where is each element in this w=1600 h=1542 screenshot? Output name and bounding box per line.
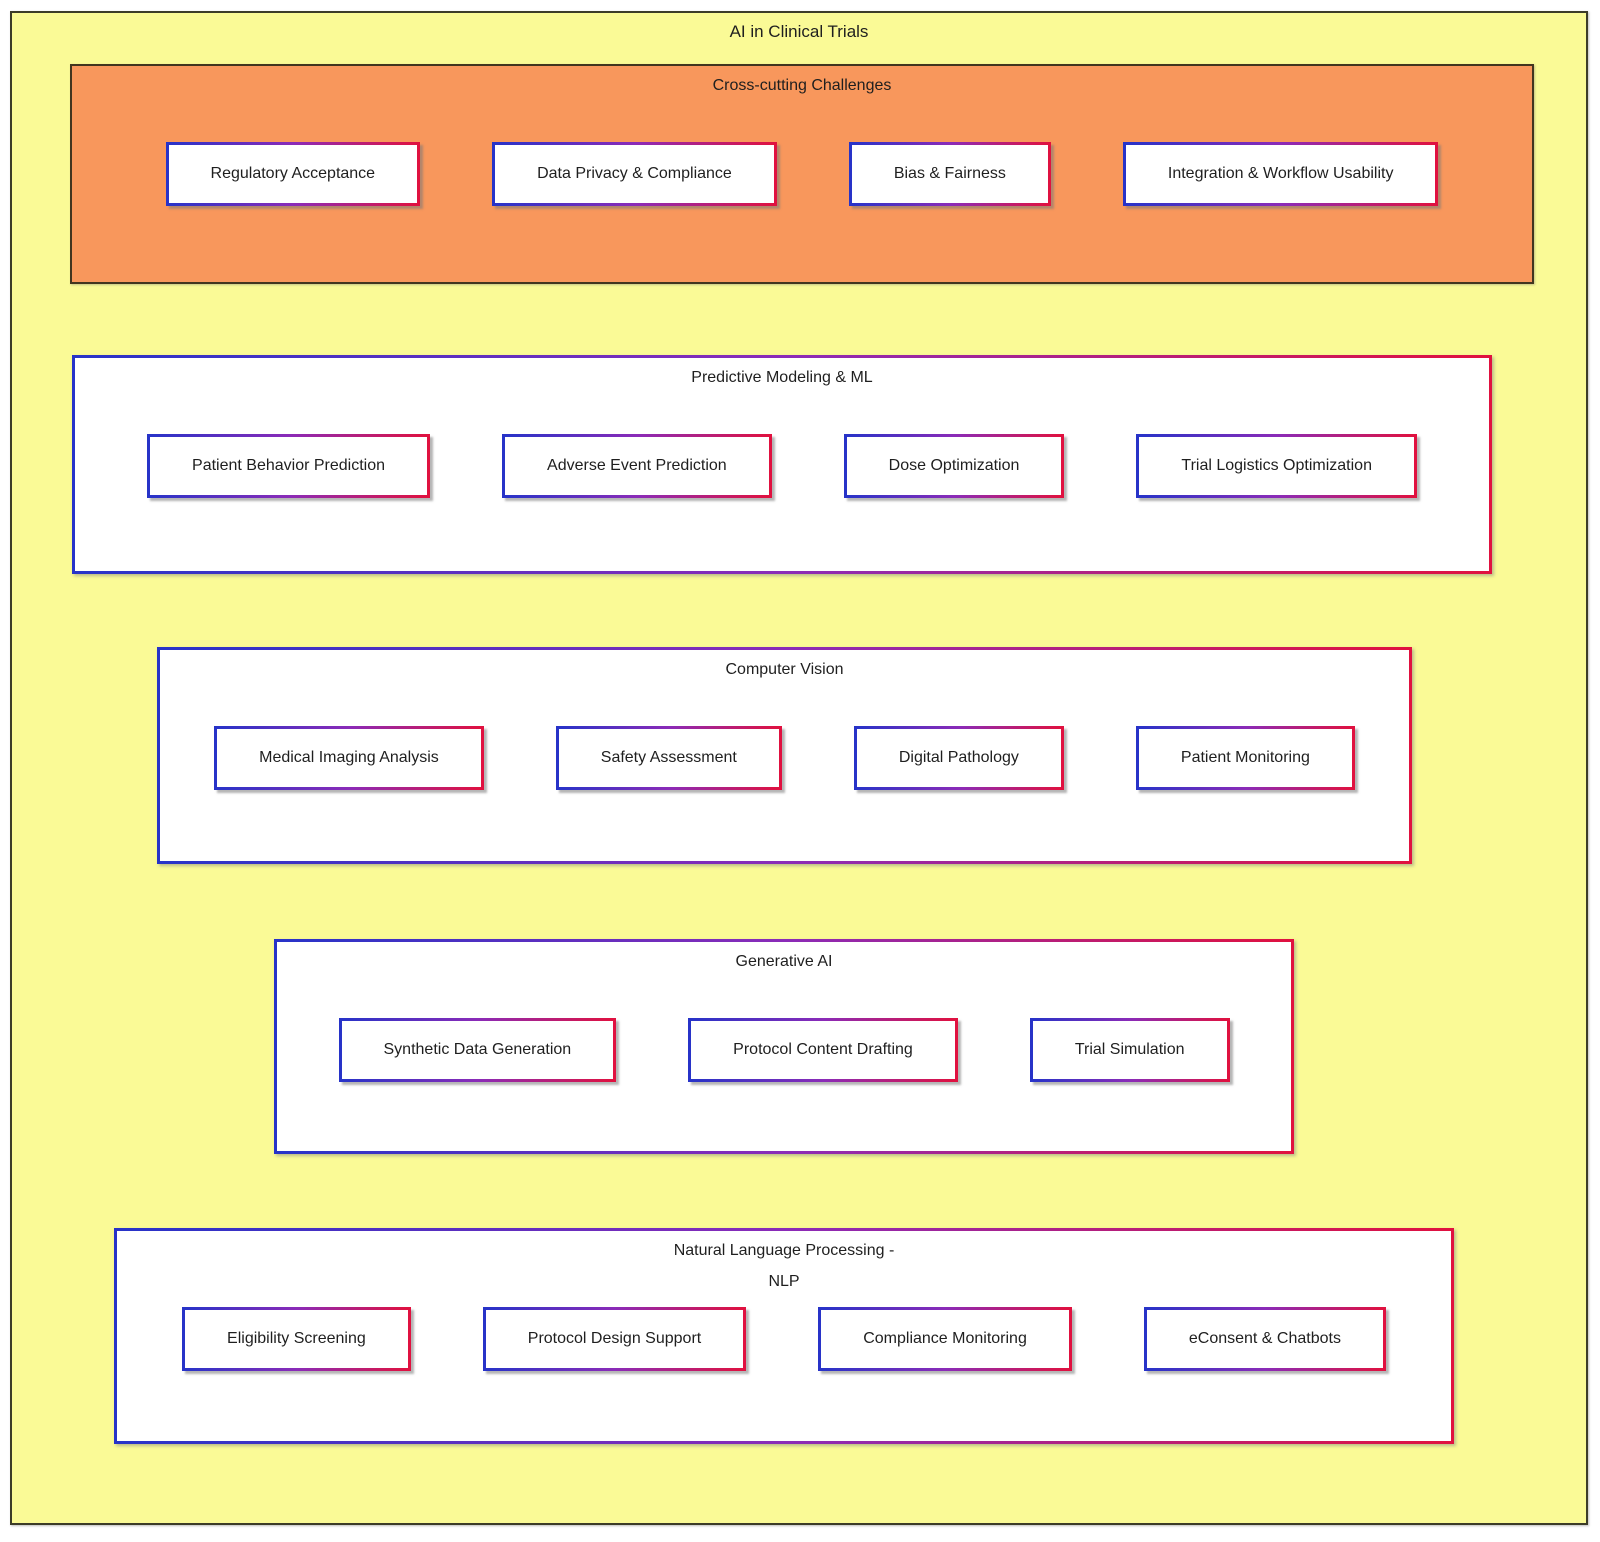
section-title: Predictive Modeling & ML — [691, 369, 873, 386]
node-adverse-event-prediction: Adverse Event Prediction — [502, 434, 772, 498]
node-trial-simulation: Trial Simulation — [1029, 1018, 1230, 1082]
node-data-privacy-compliance: Data Privacy & Compliance — [492, 142, 777, 206]
node-patient-behavior-prediction: Patient Behavior Prediction — [147, 434, 431, 498]
node-row: Patient Behavior Prediction Adverse Even… — [75, 434, 1489, 498]
section-title-line2: NLP — [768, 1273, 800, 1290]
node-eligibility-screening: Eligibility Screening — [182, 1307, 411, 1371]
section-predictive-modeling-ml: Predictive Modeling & ML Patient Behavio… — [72, 355, 1492, 574]
node-row: Eligibility Screening Protocol Design Su… — [117, 1307, 1451, 1371]
section-cross-cutting-challenges: Cross-cutting Challenges Regulatory Acce… — [70, 64, 1534, 284]
node-trial-logistics-optimization: Trial Logistics Optimization — [1136, 434, 1417, 498]
section-generative-ai: Generative AI Synthetic Data Generation … — [274, 939, 1294, 1154]
section-title: Cross-cutting Challenges — [712, 77, 892, 94]
node-patient-monitoring: Patient Monitoring — [1135, 726, 1355, 790]
node-row: Regulatory Acceptance Data Privacy & Com… — [72, 142, 1532, 206]
ai-clinical-trials-container: AI in Clinical Trials Cross-cutting Chal… — [10, 11, 1588, 1525]
node-bias-fairness: Bias & Fairness — [848, 142, 1051, 206]
node-protocol-content-drafting: Protocol Content Drafting — [688, 1018, 958, 1082]
section-title: Computer Vision — [725, 661, 844, 678]
section-natural-language-processing: Natural Language Processing - NLP Eligib… — [114, 1228, 1454, 1444]
section-computer-vision: Computer Vision Medical Imaging Analysis… — [157, 647, 1412, 864]
node-integration-workflow-usability: Integration & Workflow Usability — [1122, 142, 1439, 206]
node-safety-assessment: Safety Assessment — [555, 726, 782, 790]
node-econsent-chatbots: eConsent & Chatbots — [1143, 1307, 1386, 1371]
node-protocol-design-support: Protocol Design Support — [482, 1307, 747, 1371]
diagram-title: AI in Clinical Trials — [729, 22, 869, 41]
node-compliance-monitoring: Compliance Monitoring — [818, 1307, 1072, 1371]
node-row: Medical Imaging Analysis Safety Assessme… — [160, 726, 1409, 790]
node-digital-pathology: Digital Pathology — [853, 726, 1064, 790]
section-title: Natural Language Processing - — [673, 1242, 895, 1259]
node-regulatory-acceptance: Regulatory Acceptance — [165, 142, 421, 206]
section-title: Generative AI — [735, 953, 833, 970]
node-row: Synthetic Data Generation Protocol Conte… — [277, 1018, 1291, 1082]
node-synthetic-data-generation: Synthetic Data Generation — [338, 1018, 617, 1082]
node-dose-optimization: Dose Optimization — [843, 434, 1065, 498]
node-medical-imaging-analysis: Medical Imaging Analysis — [214, 726, 484, 790]
